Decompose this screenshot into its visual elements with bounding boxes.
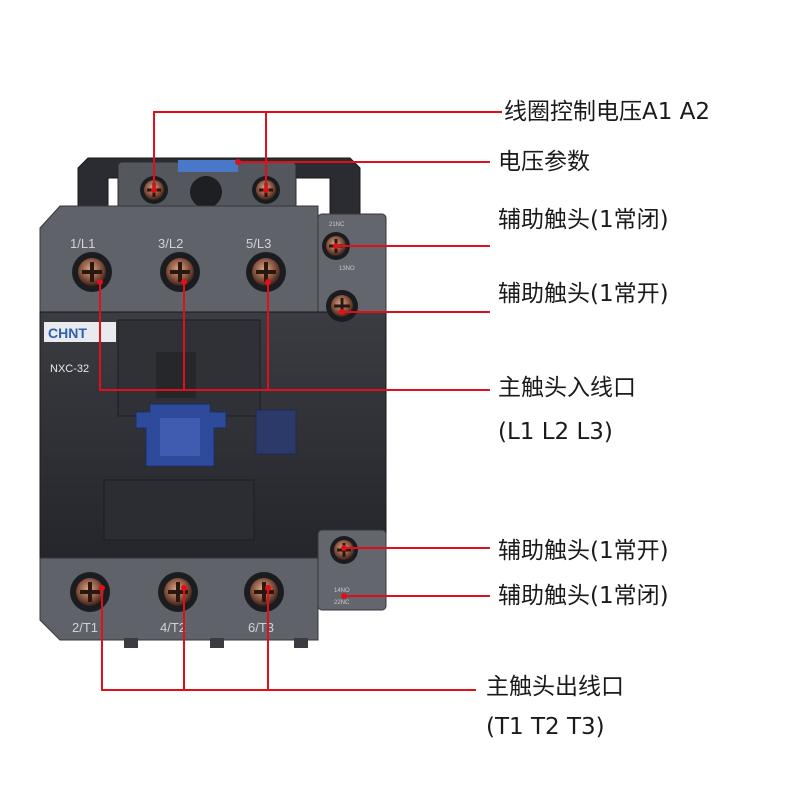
label-voltage-params: 电压参数: [498, 149, 590, 175]
bottom-foot-mid: [210, 638, 224, 648]
right-window: [255, 409, 297, 455]
blue-indicator-tab: [178, 160, 238, 172]
label-main-input-terminals: (L1 L2 L3): [498, 419, 613, 445]
screw-l2: [160, 252, 200, 292]
label-aux-no-bottom: 辅助触头(1常开): [498, 538, 669, 564]
screw-t2: [158, 572, 198, 612]
label-coil-voltage: 线圈控制电压A1 A2: [504, 99, 711, 125]
leader-main-output: [101, 588, 476, 691]
label-aux-nc-bottom: 辅助触头(1常闭): [498, 583, 669, 609]
model-text: NXC-32: [50, 363, 89, 375]
leader-dots: [97, 159, 347, 599]
terminal-label-l1: 1/L1: [70, 236, 95, 251]
label-aux-nc-top: 辅助触头(1常闭): [498, 207, 669, 233]
terminal-label-t3: 6/T3: [248, 620, 274, 635]
label-main-output-title: 主触头出线口: [486, 674, 624, 700]
bottom-foot-left: [124, 638, 138, 648]
coil-center-hole: [190, 176, 222, 208]
aux-bottom-lower-label: 22NC: [334, 600, 350, 606]
screw-l1: [72, 252, 112, 292]
terminal-label-t2: 4/T2: [160, 620, 186, 635]
bottom-foot-right: [294, 638, 308, 648]
screw-aux-no-top: [326, 290, 358, 322]
screw-l3: [246, 252, 286, 292]
label-main-input-title: 主触头入线口: [498, 375, 636, 401]
aux-top-upper-label: 21NC: [329, 222, 345, 228]
label-aux-no-top: 辅助触头(1常开): [498, 281, 669, 307]
terminal-label-t1: 2/T1: [72, 620, 98, 635]
brand-logo: CHNT: [48, 325, 87, 341]
leader-lines: [99, 111, 502, 691]
aux-top-lower-label: 13NO: [339, 266, 355, 272]
brand-plate: [44, 322, 116, 342]
leader-coil: [153, 111, 502, 190]
terminal-label-l3: 5/L3: [246, 236, 271, 251]
actuator-inner: [160, 418, 200, 456]
armature-window: [156, 352, 196, 398]
leader-main-input: [99, 282, 490, 391]
label-main-output-terminals: (T1 T2 T3): [486, 714, 605, 740]
lower-panel: [103, 479, 255, 541]
terminal-label-l2: 3/L2: [158, 236, 183, 251]
screw-t3: [244, 572, 284, 612]
screw-t1: [70, 572, 110, 612]
aux-bottom-upper-label: 14NO: [334, 588, 350, 594]
